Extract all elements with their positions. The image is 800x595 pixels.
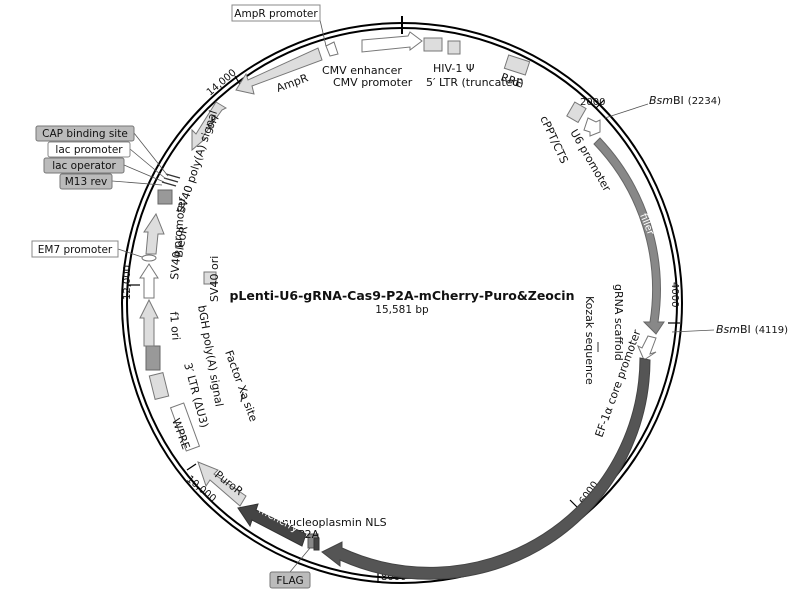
m13-rev-text: M13 rev [65, 176, 108, 188]
ori-label: ori [203, 113, 221, 132]
ltr5-label: 5′ LTR (truncated) [426, 76, 524, 89]
lac-promoter-box [47, 141, 131, 158]
f1-ori-arrow [139, 298, 159, 347]
flag-leader [289, 547, 311, 573]
lac-operator-text: lac operator [52, 160, 116, 172]
lac-elements-mark [161, 173, 181, 187]
kozak-label: Kozak sequence [583, 296, 596, 385]
tick-2000: 2000 [580, 97, 605, 108]
flag-box [269, 571, 311, 589]
ampr-arrow [235, 47, 323, 95]
bsmbi1-label: BsmBI(2234) [649, 94, 721, 107]
sv40-polya-label: SV40 poly(A) signal [174, 109, 220, 215]
tick-12000: 12,000 [122, 265, 133, 300]
hiv-psi-box [447, 40, 461, 55]
cap-binding-text: CAP binding site [42, 128, 128, 140]
f1-ori-label: f1 ori [167, 311, 182, 341]
hiv-psi-label: HIV-1 Ψ [433, 62, 475, 75]
plasmid-name: pLenti-U6-gRNA-Cas9-P2A-mCherry-Puro&Zeo… [229, 288, 574, 303]
cmv-promoter-label: CMV promoter [333, 76, 413, 89]
bleor-label: BleoR [172, 225, 190, 259]
em7-text: EM7 promoter [38, 244, 113, 256]
cas9-label: Cas9 [511, 501, 538, 523]
sv40-polya-box [157, 189, 173, 205]
tick-8000: 8000 [381, 572, 406, 583]
left-leaders [111, 132, 169, 186]
plasmid-size: 15,581 bp [375, 304, 429, 316]
grna-scaffold-label: gRNA scaffold [612, 284, 625, 361]
ef1a-arrow [637, 335, 657, 361]
flag-text: FLAG [276, 575, 303, 587]
bsmbi2-label: BsmBI(4119) [716, 323, 788, 336]
rre-box [503, 54, 531, 76]
cmv-enhancer-arrow [361, 31, 423, 53]
filler-arrow [593, 137, 665, 335]
bsmbi1-leader [604, 103, 649, 119]
u6-arrow [583, 117, 601, 137]
ori-arrow [191, 101, 228, 152]
bsmbi2-leader [671, 329, 715, 333]
cppt-box [566, 101, 587, 124]
lac-operator-box [43, 157, 125, 174]
ampr-promoter-box [231, 4, 321, 22]
scale-ticks [128, 75, 680, 583]
lac-promoter-text: lac promoter [55, 144, 123, 156]
sv40-ori-label: SV40 ori [208, 256, 221, 302]
np-nls-label: nucleoplasmin NLS [282, 516, 387, 529]
bgh-box [145, 345, 161, 371]
ampr-promoter-leader [319, 19, 327, 47]
sv40-ori-box [203, 271, 217, 285]
u6-label: U6 promoter [567, 127, 613, 194]
cas9-arrow [321, 357, 651, 580]
mcherry-arrow [237, 503, 307, 547]
sv40-promoter-arrow [139, 263, 159, 299]
em7-box [31, 240, 119, 258]
cap-binding-box [35, 125, 135, 142]
em7-marker [141, 254, 157, 262]
tick-14000: 14,000 [205, 67, 239, 98]
nls-box [313, 537, 320, 551]
ltr3-box [148, 372, 170, 400]
m13-rev-box [59, 173, 113, 190]
ampr-promoter-arrow [325, 41, 339, 57]
ampr-promoter-text: AmpR promoter [234, 8, 318, 20]
cppt-label: cPPT/CTS [537, 114, 570, 166]
tick-4000: 4000 [669, 282, 680, 307]
factor-xa-label: Factor Xa site [222, 349, 260, 424]
puror-arrow [197, 461, 247, 507]
wpre-box [169, 402, 201, 452]
factor-xa-tick [240, 391, 244, 403]
cmv-promoter-box [423, 37, 443, 52]
cmv-enhancer-label: CMV enhancer [322, 64, 402, 77]
bleor-arrow [143, 212, 165, 255]
em7-leader [117, 248, 143, 258]
